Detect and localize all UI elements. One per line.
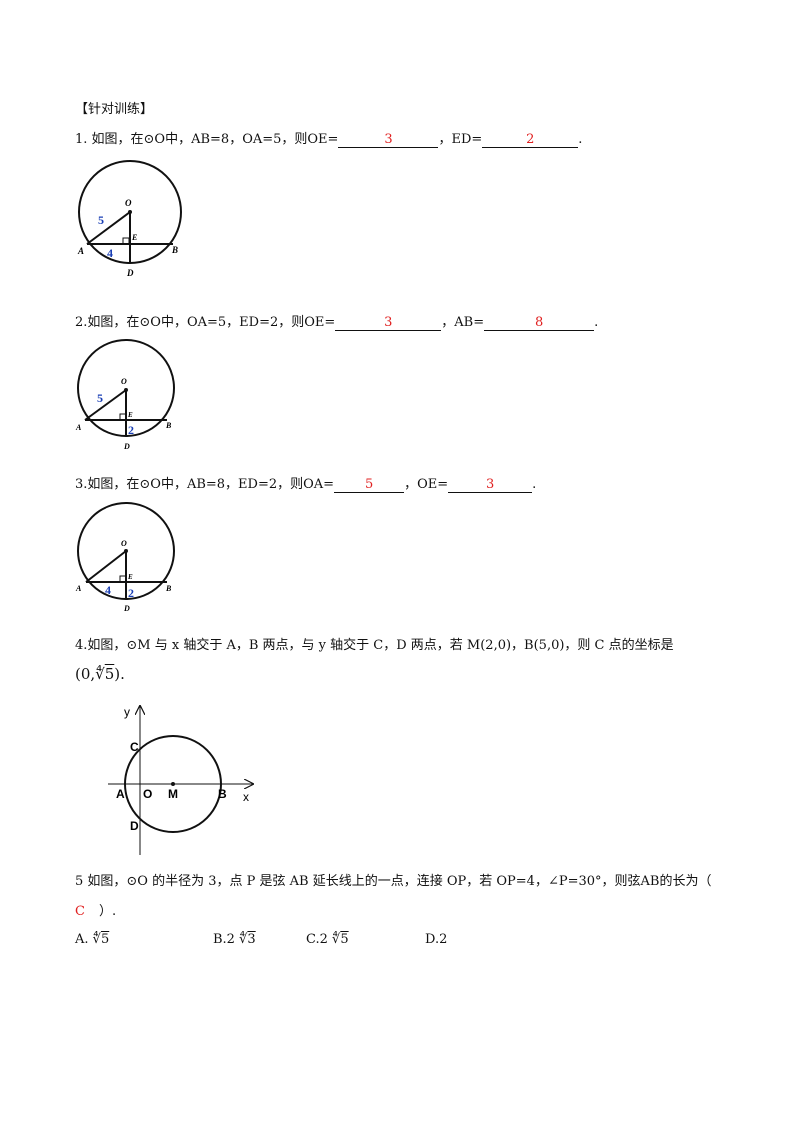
- q4-text: 4.如图，⊙M 与 x 轴交于 A，B 两点，与 y 轴交于 C，D 两点，若 …: [75, 638, 674, 653]
- label-e: E: [127, 573, 133, 581]
- q3-end: .: [532, 477, 537, 492]
- q3-answer1: 5: [334, 477, 405, 493]
- question-4: 4.如图，⊙M 与 x 轴交于 A，B 两点，与 y 轴交于 C，D 两点，若 …: [75, 637, 674, 655]
- q1-end: .: [578, 132, 583, 147]
- label-len-5: 5: [97, 391, 103, 405]
- q5-answer: C: [75, 904, 85, 919]
- option-a: A. ∜5: [75, 932, 109, 947]
- option-b: B.2 ∜3: [213, 932, 256, 947]
- label-d: D: [126, 268, 134, 278]
- option-a-label: A.: [75, 932, 93, 947]
- option-b-label: B.2: [213, 932, 240, 947]
- question-1: 1. 如图，在⊙O中，AB=8，OA=5，则OE=3，ED=2.: [75, 131, 582, 149]
- option-d: D.2: [425, 932, 447, 947]
- q2-text: 2.如图，在⊙O中，OA=5，ED=2，则OE=: [75, 315, 336, 330]
- center-o: [128, 210, 132, 214]
- q5-close: ）.: [98, 904, 117, 919]
- option-c-radicand: 5: [340, 932, 349, 947]
- label-m: M: [168, 787, 178, 801]
- label-len-2: 2: [128, 423, 134, 437]
- q4-answer: (0,∜5).: [75, 665, 125, 683]
- q1-answer2: 2: [482, 132, 579, 148]
- q5-answer-line: C ）.: [75, 903, 116, 921]
- radical-icon: ∜: [239, 932, 248, 947]
- radius-oa: [84, 389, 127, 421]
- label-a: A: [75, 584, 82, 593]
- question-3: 3.如图，在⊙O中，AB=8，ED=2，则OA=5，OE=3.: [75, 476, 536, 494]
- question-2: 2.如图，在⊙O中，OA=5，ED=2，则OE=3，AB=8.: [75, 314, 598, 332]
- label-a: A: [75, 423, 82, 432]
- center-m: [171, 782, 175, 786]
- label-len-4: 4: [105, 583, 111, 597]
- radical-icon: ∜: [332, 932, 341, 947]
- q2-answer1: 3: [335, 315, 442, 331]
- figure-1: O A B E D 5 4: [77, 160, 182, 278]
- label-d: D: [130, 819, 139, 833]
- label-len-5: 5: [98, 213, 104, 227]
- right-angle-mark: [119, 413, 127, 421]
- q4-answer-open: (0,: [75, 665, 96, 683]
- label-d: D: [123, 442, 130, 451]
- label-o: O: [121, 539, 127, 548]
- label-y: y: [124, 705, 130, 719]
- label-o: O: [125, 198, 132, 208]
- figure-4: y x C A O M B D: [108, 705, 268, 855]
- center-o: [124, 388, 128, 392]
- q1-answer1: 3: [338, 132, 439, 148]
- q1-text: 1. 如图，在⊙O中，AB=8，OA=5，则OE=: [75, 132, 339, 147]
- option-c: C.2 ∜5: [306, 932, 349, 947]
- figure-3: O A B E D 4 2: [75, 502, 175, 613]
- q4-answer-close: ).: [114, 665, 125, 683]
- label-d: D: [123, 604, 130, 613]
- q3-mid: ，OE=: [404, 477, 449, 492]
- q4-answer-radicand: 5: [104, 665, 115, 683]
- radius-oa: [85, 550, 127, 583]
- label-a: A: [116, 787, 125, 801]
- q2-answer2: 8: [484, 315, 595, 331]
- q3-answer2: 3: [448, 477, 533, 493]
- option-d-label: D.2: [425, 932, 448, 947]
- q2-end: .: [594, 315, 599, 330]
- option-b-radicand: 3: [247, 932, 256, 947]
- radical-icon: ∜: [92, 932, 101, 947]
- label-e: E: [127, 411, 133, 419]
- radical-icon: ∜: [95, 665, 105, 683]
- label-b: B: [165, 584, 172, 593]
- circle-m: [124, 735, 222, 833]
- option-c-label: C.2: [306, 932, 333, 947]
- section-heading: 【针对训练】: [75, 102, 154, 117]
- question-5: 5 如图，⊙O 的半径为 3，点 P 是弦 AB 延长线上的一点，连接 OP，若…: [75, 873, 711, 891]
- label-b: B: [165, 421, 172, 430]
- q2-mid: ，AB=: [441, 315, 485, 330]
- label-len-4: 4: [107, 246, 113, 260]
- q1-mid: ，ED=: [438, 132, 483, 147]
- option-a-radicand: 5: [100, 932, 110, 947]
- label-e: E: [131, 233, 137, 242]
- right-angle-mark: [122, 237, 130, 245]
- label-b: B: [171, 245, 178, 255]
- center-o: [124, 549, 128, 553]
- label-o: O: [121, 377, 127, 386]
- q5-text: 5 如图，⊙O 的半径为 3，点 P 是弦 AB 延长线上的一点，连接 OP，若…: [75, 874, 712, 889]
- label-a: A: [77, 246, 84, 256]
- label-c: C: [130, 740, 139, 754]
- label-b: B: [218, 787, 227, 801]
- right-angle-mark: [119, 575, 127, 583]
- label-o: O: [143, 787, 152, 801]
- q3-text: 3.如图，在⊙O中，AB=8，ED=2，则OA=: [75, 477, 335, 492]
- radius-oa: [86, 211, 131, 245]
- label-x: x: [243, 790, 249, 804]
- figure-2: O A B E D 5 2: [75, 339, 175, 451]
- label-len-2: 2: [128, 586, 134, 600]
